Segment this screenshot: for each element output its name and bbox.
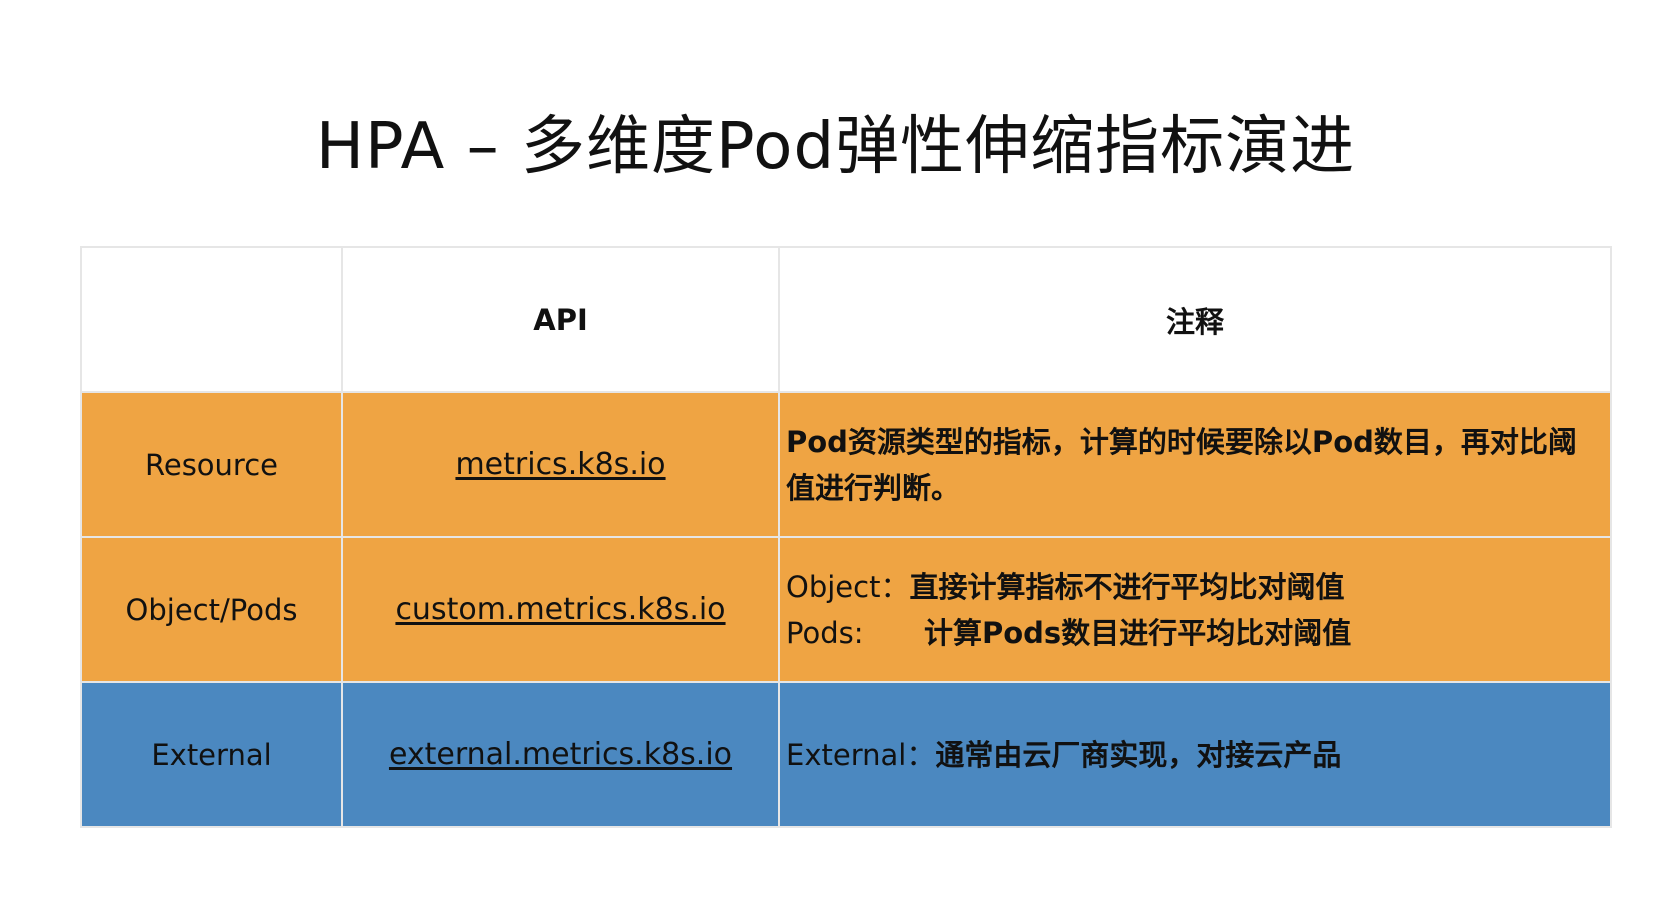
api-link-metrics[interactable]: metrics.k8s.io [455,447,666,482]
note-cell-resource: Pod资源类型的指标，计算的时候要除以Pod数目，再对比阈值进行判断。 [778,391,1612,538]
note-text-pods: 计算Pods数目进行平均比对阈值 [924,615,1352,650]
api-cell-resource: metrics.k8s.io [341,391,780,538]
api-link-custom-metrics[interactable]: custom.metrics.k8s.io [395,592,726,627]
note-resource: Pod资源类型的指标，计算的时候要除以Pod数目，再对比阈值进行判断。 [786,424,1577,505]
metric-type-object-pods: Object/Pods [80,536,343,683]
table-row-resource: Resource metrics.k8s.io Pod资源类型的指标，计算的时候… [80,391,1612,538]
header-api: API [341,246,780,393]
note-key-object: Object： [786,569,910,604]
header-empty-cell [80,246,343,393]
note-line-pods: Pods: 计算Pods数目进行平均比对阈值 [786,610,1600,656]
metrics-api-table: API 注释 Resource metrics.k8s.io Pod资源类型的指… [80,246,1612,828]
metric-type-resource: Resource [80,391,343,538]
slide-title: HPA – 多维度Pod弹性伸缩指标演进 [315,110,1356,184]
api-link-external-metrics[interactable]: external.metrics.k8s.io [388,737,733,772]
note-key-external: External： [786,737,936,772]
note-cell-external: External：通常由云厂商实现，对接云产品 [778,681,1612,828]
header-notes: 注释 [778,246,1612,393]
note-cell-object-pods: Object：直接计算指标不进行平均比对阈值 Pods: 计算Pods数目进行平均… [778,536,1612,683]
note-line-object: Object：直接计算指标不进行平均比对阈值 [786,564,1600,610]
note-key-pods: Pods: [786,615,864,650]
note-text-external: 通常由云厂商实现，对接云产品 [935,737,1342,772]
api-cell-custom: custom.metrics.k8s.io [341,536,780,683]
table-row-object-pods: Object/Pods custom.metrics.k8s.io Object… [80,536,1612,683]
table-header-row: API 注释 [80,246,1612,393]
metric-type-external: External [80,681,343,828]
api-cell-external: external.metrics.k8s.io [341,681,780,828]
note-text-object: 直接计算指标不进行平均比对阈值 [909,569,1345,604]
table-row-external: External external.metrics.k8s.io Externa… [80,681,1612,828]
note-line-external: External：通常由云厂商实现，对接云产品 [786,732,1600,778]
